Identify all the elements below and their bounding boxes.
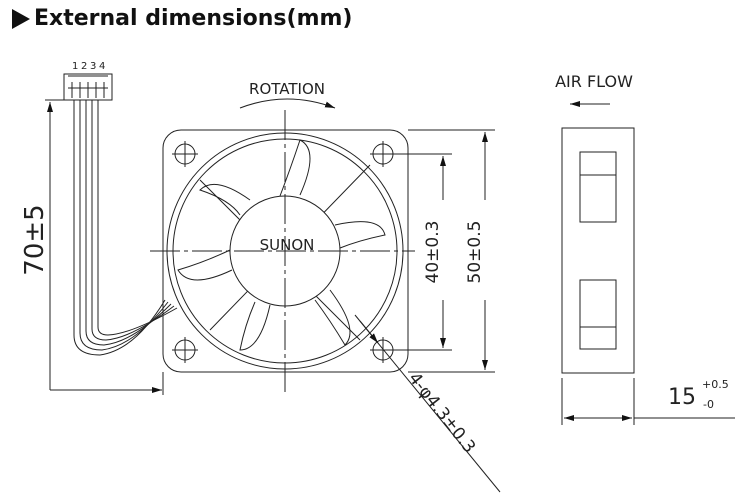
thickness-dimension: 15 xyxy=(668,385,696,410)
thickness-upper-tolerance: +0.5 xyxy=(702,378,729,391)
pin-2-label: 2 xyxy=(81,61,87,72)
cable-wires xyxy=(73,100,178,356)
hole-pitch-dimension: 40±0.3 xyxy=(423,221,443,284)
hole-diameter-dimension: 4-φ4.3±0.3 xyxy=(404,369,479,457)
frame-size-dimension: 50±0.5 xyxy=(465,221,485,284)
triangle-bullet-icon xyxy=(12,8,30,29)
airflow-label: AIR FLOW xyxy=(555,72,633,91)
section-title-text: External dimensions(mm) xyxy=(34,6,353,31)
pin-1-label: 1 xyxy=(72,61,78,72)
pin-3-label: 3 xyxy=(90,61,96,72)
pin-4-label: 4 xyxy=(99,61,105,72)
section-title: External dimensions(mm) xyxy=(12,6,352,31)
rotation-label: ROTATION xyxy=(249,80,325,98)
thickness-lower-tolerance: -0 xyxy=(703,398,714,411)
pin-numbers: 1 2 3 4 xyxy=(72,61,105,72)
brand-label: SUNON xyxy=(260,236,315,254)
cable-length-dimension: 70±5 xyxy=(20,204,50,275)
fan-side-view xyxy=(561,127,635,374)
connector xyxy=(63,73,113,101)
